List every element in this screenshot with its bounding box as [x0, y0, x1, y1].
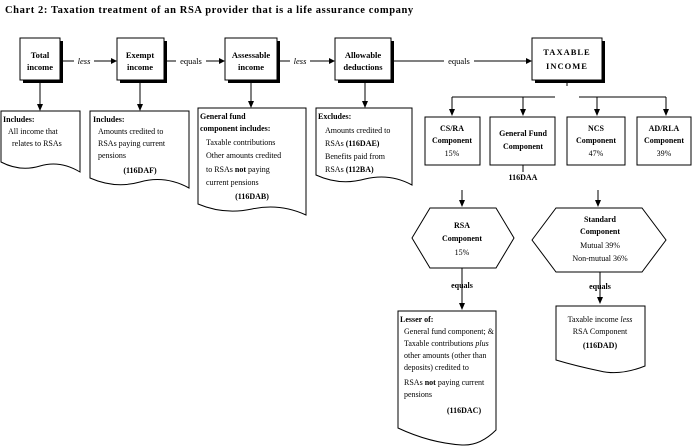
total-income-label-1: Total — [31, 50, 50, 60]
assessable-note-line-2: Other amounts credited — [206, 151, 281, 160]
exempt-note-heading: Includes: — [93, 115, 125, 124]
exempt-income-label-2: income — [127, 62, 153, 72]
arrowhead-taxable — [526, 58, 532, 64]
allowable-note-line-3: Benefits paid from — [325, 152, 386, 161]
assessable-note-line-4: current pensions — [206, 178, 259, 187]
lesser-of-line-2: Taxable contributions plus — [404, 339, 489, 348]
general-fund-label-2: Component — [503, 142, 543, 151]
rsa-label-2: Component — [442, 234, 482, 243]
arrowhead-allowable — [329, 58, 335, 64]
assessable-note-heading-2: component includes: — [200, 124, 270, 133]
diagram-title: Chart 2: Taxation treatment of an RSA pr… — [5, 5, 414, 16]
allowable-note-line-4: RSAs (112BA) — [325, 165, 374, 174]
standard-label-2: Component — [580, 227, 620, 236]
rsa-component-hexagon: RSA Component 15% — [411, 207, 515, 269]
ncs-label-1: NCS — [588, 124, 605, 133]
standard-label-1: Standard — [584, 215, 617, 224]
taxable-income-label-2: INCOME — [546, 61, 588, 71]
standard-component-hexagon: Standard Component Mutual 39% Non-mutual… — [531, 207, 667, 273]
assessable-note-ref: (116DAB) — [235, 192, 269, 201]
total-note-heading: Includes: — [3, 115, 35, 124]
general-fund-component-box: General Fund Component — [489, 116, 556, 166]
arrowhead-assessable — [219, 58, 225, 64]
adrla-component-box: AD/RLA Component 39% — [636, 116, 692, 166]
equals-label-3: equals — [451, 281, 473, 290]
lesser-of-line-4: deposits) credited to — [404, 363, 469, 372]
exempt-note-line-3: pensions — [98, 151, 126, 160]
allowable-note-line-1: Amounts credited to — [325, 126, 390, 135]
taxable-income-label-1: TAXABLE — [543, 47, 590, 57]
assessable-note-heading-1: General fund — [200, 112, 246, 121]
equals-label-1: equals — [180, 56, 202, 66]
lesser-of-line-6: pensions — [404, 390, 432, 399]
assessable-income-label-1: Assessable — [232, 50, 270, 60]
csra-rate: 15% — [445, 149, 460, 158]
rsa-rate: 15% — [455, 248, 470, 257]
total-note-line-2: relates to RSAs — [12, 139, 62, 148]
exempt-note-line-2: RSAs paying current — [98, 139, 166, 148]
down-arrows-bottom — [459, 268, 603, 310]
exempt-income-label-1: Exempt — [126, 50, 155, 60]
assessable-note-line-1: Taxable contributions — [206, 138, 275, 147]
csra-component-box: CS/RA Component 15% — [424, 116, 481, 166]
total-income-note: Includes: All income that relates to RSA… — [0, 110, 81, 173]
equals-label-2: equals — [448, 56, 470, 66]
down-arrows-middle — [459, 190, 601, 207]
less-label-2: less — [294, 56, 307, 66]
ncs-rate: 47% — [589, 149, 604, 158]
assessable-note-line-3: to RSAs not paying — [206, 165, 270, 174]
adrla-label-2: Component — [644, 136, 684, 145]
exempt-note-ref: (116DAF) — [123, 166, 157, 175]
taxable-income-box: TAXABLE INCOME — [531, 37, 605, 83]
taxable-less-rsa-note: Taxable income less RSA Component (116DA… — [555, 305, 646, 374]
lesser-of-line-1: General fund component; & — [404, 327, 495, 336]
taxable-less-line-2: RSA Component — [573, 327, 628, 336]
assessable-income-note: General fund component includes: Taxable… — [197, 107, 307, 216]
taxable-less-line-1: Taxable income less — [568, 315, 633, 324]
adrla-rate: 39% — [657, 149, 672, 158]
lesser-of-line-3: other amounts (other than — [404, 351, 486, 360]
lesser-of-line-5: RSAs not paying current — [404, 378, 485, 387]
down-arrows-top — [37, 83, 368, 111]
csra-label-2: Component — [432, 136, 472, 145]
less-label-1: less — [78, 56, 91, 66]
exempt-note-line-1: Amounts credited to — [98, 127, 163, 136]
assessable-income-label-2: income — [238, 62, 264, 72]
arrowhead-exempt — [111, 58, 117, 64]
equals-label-4: equals — [589, 282, 611, 291]
lesser-of-note: Lesser of: General fund component; & Tax… — [397, 310, 497, 446]
rsa-label-1: RSA — [454, 221, 470, 230]
allowable-deductions-note: Excludes: Amounts credited to RSAs (116D… — [315, 107, 413, 186]
standard-mutual-rate: Mutual 39% — [580, 241, 620, 250]
allowable-deductions-label-2: deductions — [343, 62, 383, 72]
allowable-deductions-label-1: Allowable — [345, 50, 382, 60]
ncs-label-2: Component — [576, 136, 616, 145]
exempt-income-box: Exempt income — [116, 37, 167, 83]
assessable-income-box: Assessable income — [224, 37, 280, 83]
exempt-income-note: Includes: Amounts credited to RSAs payin… — [89, 110, 190, 189]
standard-non-mutual-rate: Non-mutual 36% — [572, 254, 628, 263]
total-note-line-1: All income that — [8, 127, 59, 136]
total-income-box: Total income — [19, 37, 63, 83]
general-fund-ref: 116DAA — [509, 173, 538, 182]
general-fund-label-1: General Fund — [499, 129, 547, 138]
allowable-note-line-2: RSAs (116DAE) — [325, 139, 380, 148]
csra-label-1: CS/RA — [440, 124, 464, 133]
lesser-of-heading: Lesser of: — [400, 315, 433, 324]
ncs-component-box: NCS Component 47% — [566, 116, 626, 166]
total-income-label-2: income — [27, 62, 53, 72]
lesser-of-ref: (116DAC) — [447, 406, 482, 415]
taxable-less-ref: (116DAD) — [583, 341, 618, 350]
allowable-deductions-box: Allowable deductions — [334, 37, 394, 83]
adrla-label-1: AD/RLA — [649, 124, 680, 133]
allowable-note-heading: Excludes: — [318, 112, 351, 121]
